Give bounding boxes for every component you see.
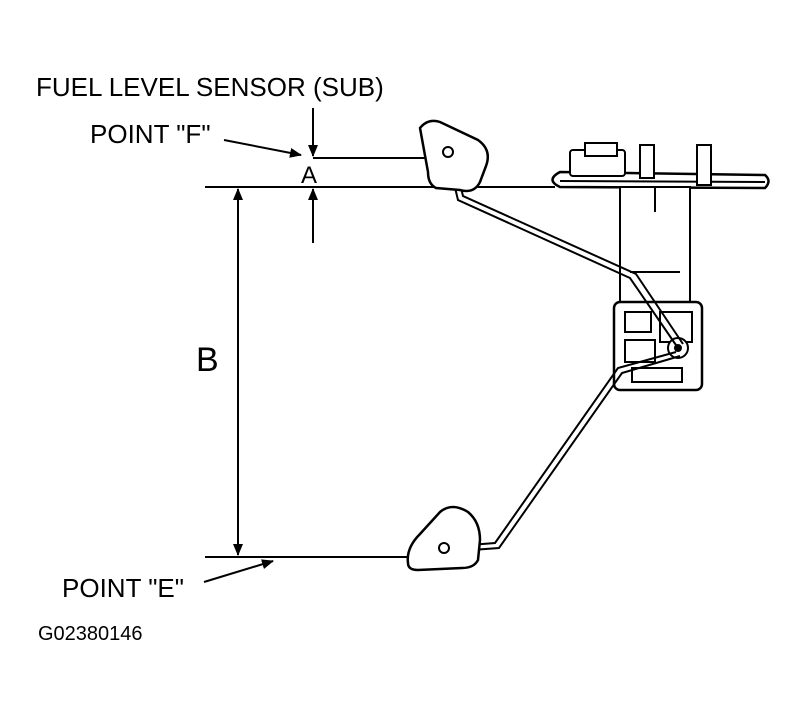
sender-detail: [631, 367, 683, 383]
point-e-label: POINT "E": [62, 573, 185, 603]
float-pivot-point-e: [438, 542, 450, 554]
pump-flange: [551, 170, 770, 190]
diagram-title: FUEL LEVEL SENSOR (SUB): [36, 72, 384, 102]
dimension-b-label: B: [196, 341, 219, 379]
figure-id: G02380146: [38, 623, 143, 645]
float-pivot-point-f: [442, 146, 454, 158]
flange-inner-line: [559, 180, 766, 183]
float-point-f: [418, 119, 489, 193]
point-e-leader-arrow: [203, 559, 274, 583]
fuel-pipe-left: [639, 144, 655, 179]
fuel-pipe-right: [696, 144, 712, 186]
point-f-leader-arrow: [223, 139, 302, 158]
dimension-a-label: A: [301, 162, 318, 189]
point-f-label: POINT "F": [90, 119, 211, 149]
connector-cap: [584, 142, 618, 157]
sender-detail: [624, 311, 652, 333]
float-point-e: [406, 505, 482, 572]
